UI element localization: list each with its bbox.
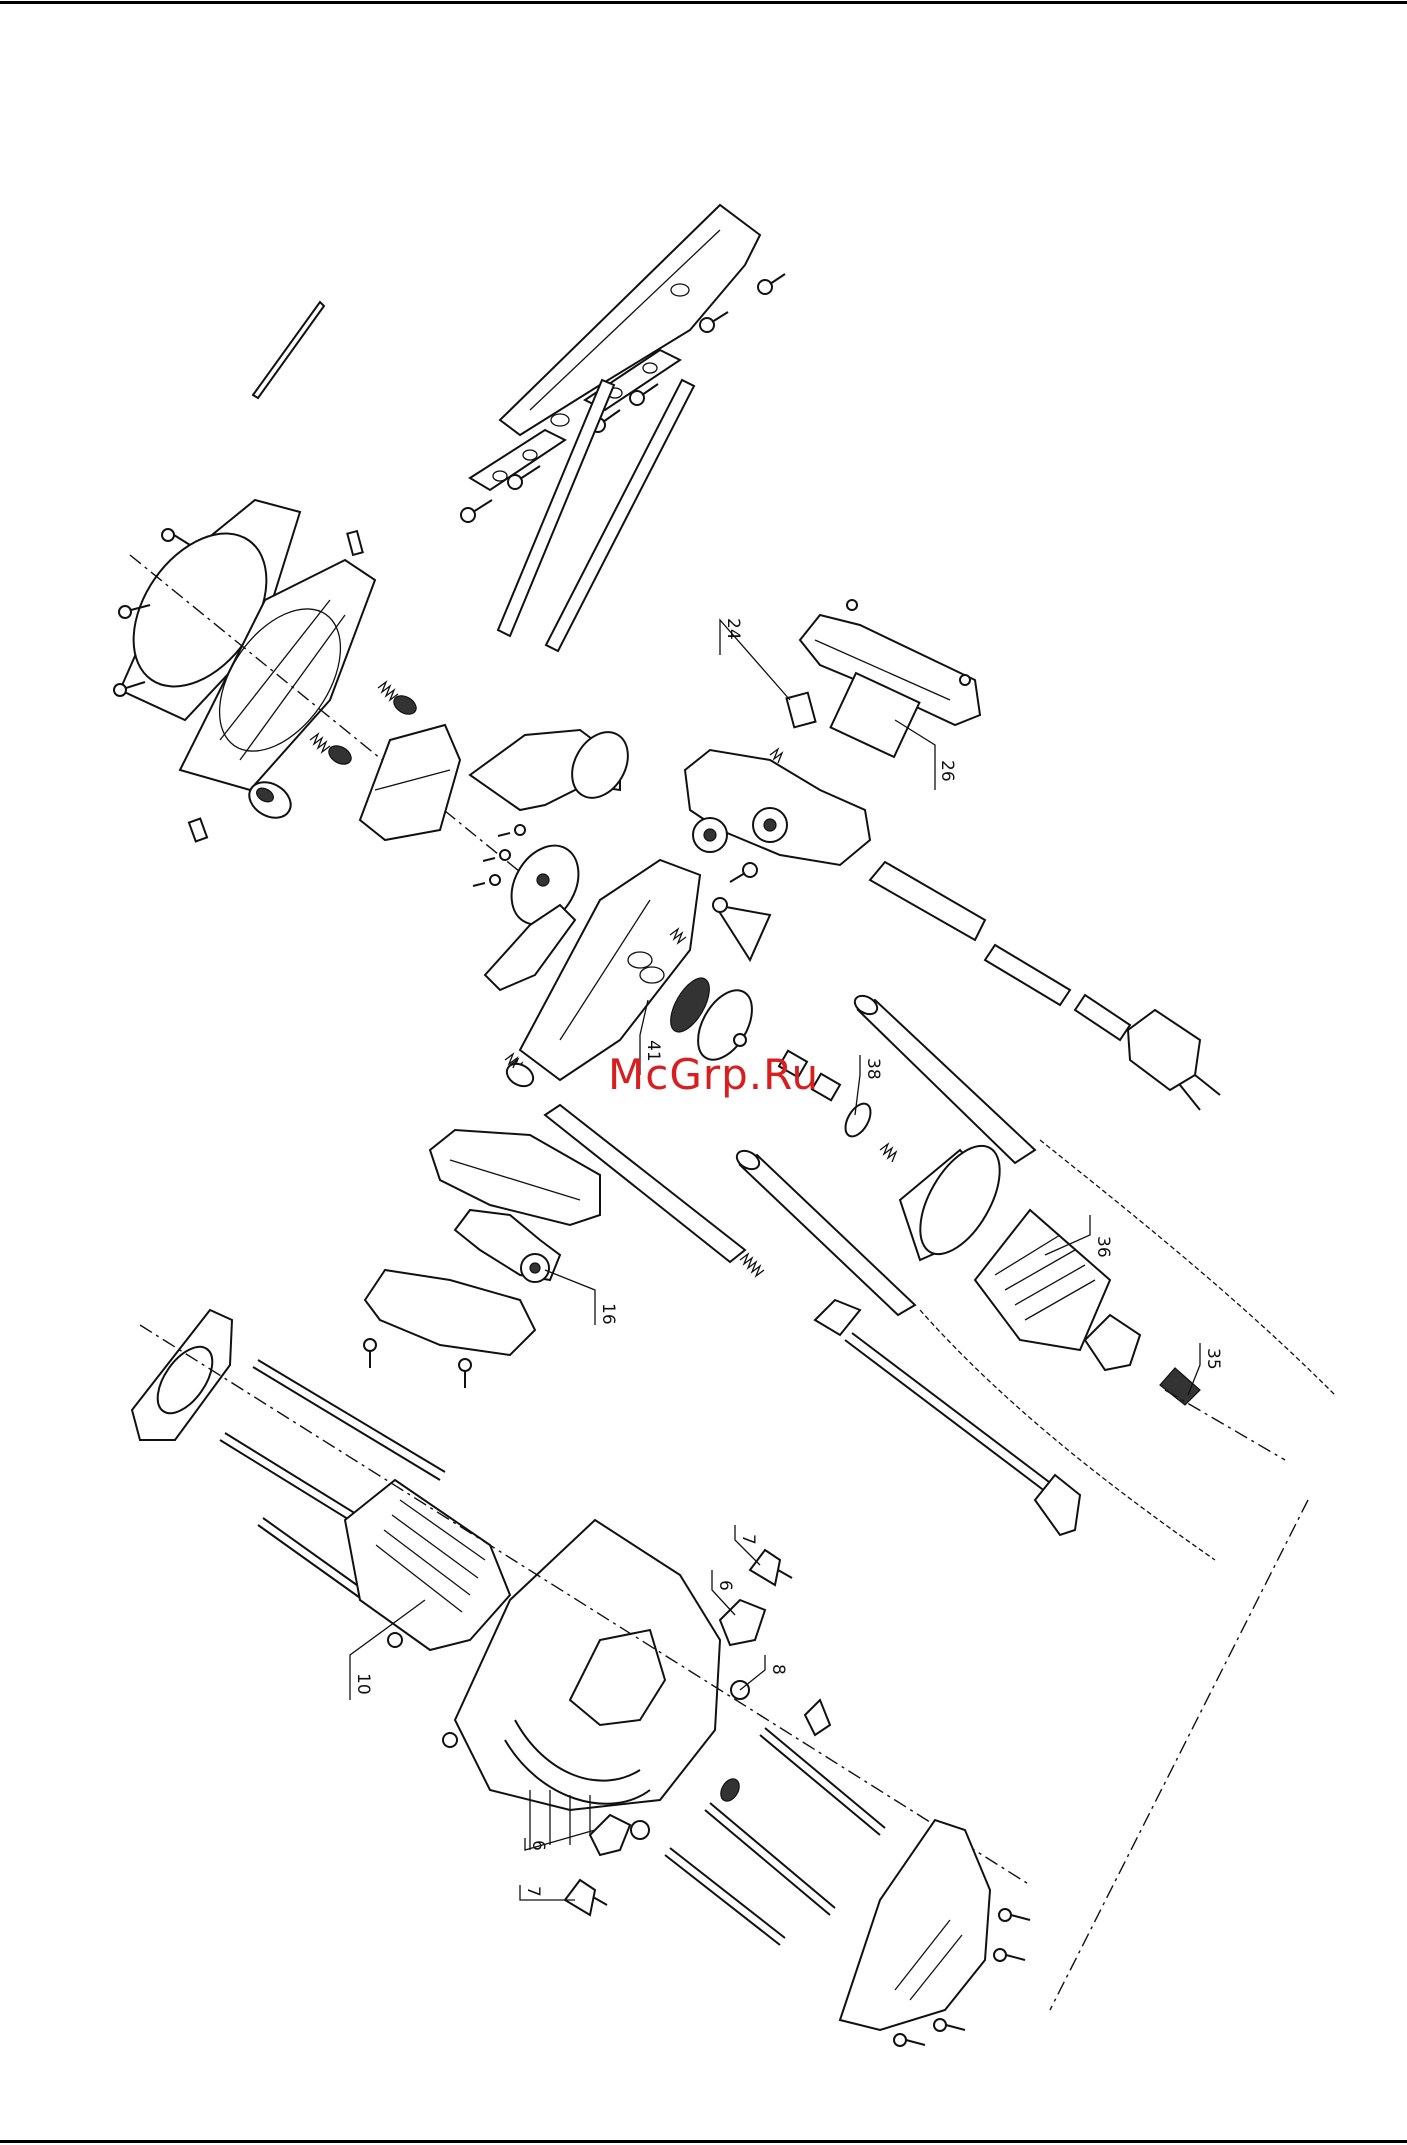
label-7-upper: 7 — [738, 1534, 758, 1545]
label-7-lower: 7 — [523, 1886, 543, 1897]
label-6-lower: 6 — [528, 1840, 548, 1851]
allen-key — [253, 302, 324, 398]
label-10: 10 — [353, 1673, 373, 1695]
gear-housing-assembly — [473, 825, 770, 1080]
handle-assembly-upper — [685, 600, 980, 865]
fence-bracket-assembly — [461, 205, 785, 651]
handle-assembly-lower — [364, 1054, 600, 1388]
label-8: 8 — [768, 1664, 788, 1675]
guide-line-cord — [1165, 1390, 1285, 1460]
label-24: 24 — [723, 618, 743, 640]
rear-end-cap — [840, 1820, 1030, 2046]
label-38: 38 — [863, 1058, 883, 1080]
label-6-upper: 6 — [715, 1580, 735, 1591]
watermark-logo: McGrp.Ru — [608, 1050, 819, 1099]
label-36: 36 — [1093, 1236, 1113, 1258]
armature-36 — [900, 1133, 1200, 1405]
label-26: 26 — [937, 760, 957, 782]
leader-7-upper — [735, 1525, 760, 1565]
leader-16 — [545, 1270, 595, 1325]
label-35: 35 — [1203, 1348, 1223, 1370]
guide-line-right — [1050, 1500, 1308, 2010]
motor-housing-assembly — [132, 1310, 720, 1850]
dust-port-and-clamp — [360, 722, 639, 840]
label-16: 16 — [598, 1303, 618, 1325]
